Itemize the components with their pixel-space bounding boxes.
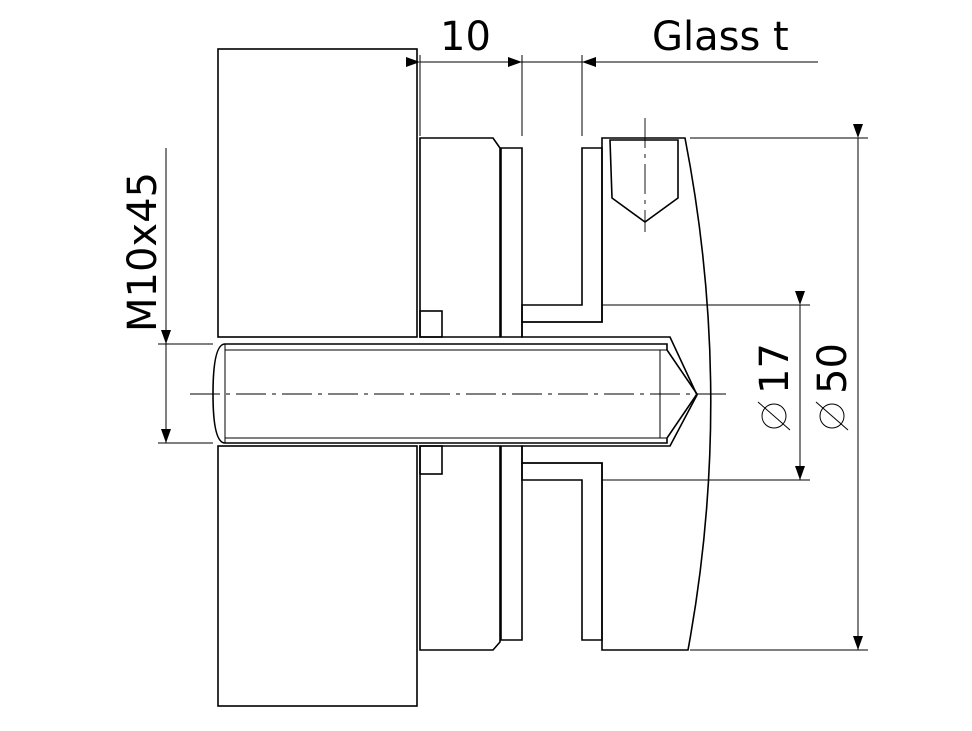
washer-upper: [419, 310, 443, 338]
wall-upper: [217, 48, 418, 338]
back-disc: [419, 137, 501, 651]
wall: [217, 48, 418, 707]
extension-lines: [158, 55, 868, 651]
dim-glass-label: Glass t: [652, 14, 789, 60]
dim-outer-label: 50: [810, 343, 856, 394]
washer-lower: [419, 445, 443, 475]
bolt-body: [212, 343, 698, 444]
gasket-right-upper: [521, 147, 603, 323]
dim-bore-group: 17: [752, 343, 798, 431]
wall-lower: [217, 445, 418, 707]
gasket-right-lower: [521, 462, 603, 641]
dim-bore-label: 17: [752, 343, 798, 394]
dim-gap-label: 10: [440, 14, 491, 60]
back-disc-upper: [419, 137, 501, 338]
front-cap-body: [521, 137, 712, 651]
gasket-left-upper: [500, 147, 523, 338]
diameter-symbol-icon: [815, 401, 849, 431]
dim-outer-group: 50: [810, 343, 856, 431]
bolt: [190, 343, 730, 444]
front-cap: [521, 118, 712, 651]
back-disc-lower: [419, 445, 501, 651]
set-screw: [609, 139, 679, 223]
dimension-lines: [161, 57, 863, 650]
gasket-left-lower: [500, 445, 523, 641]
diameter-symbol-icon: [757, 401, 791, 431]
dim-screw-label: M10x45: [120, 172, 166, 332]
